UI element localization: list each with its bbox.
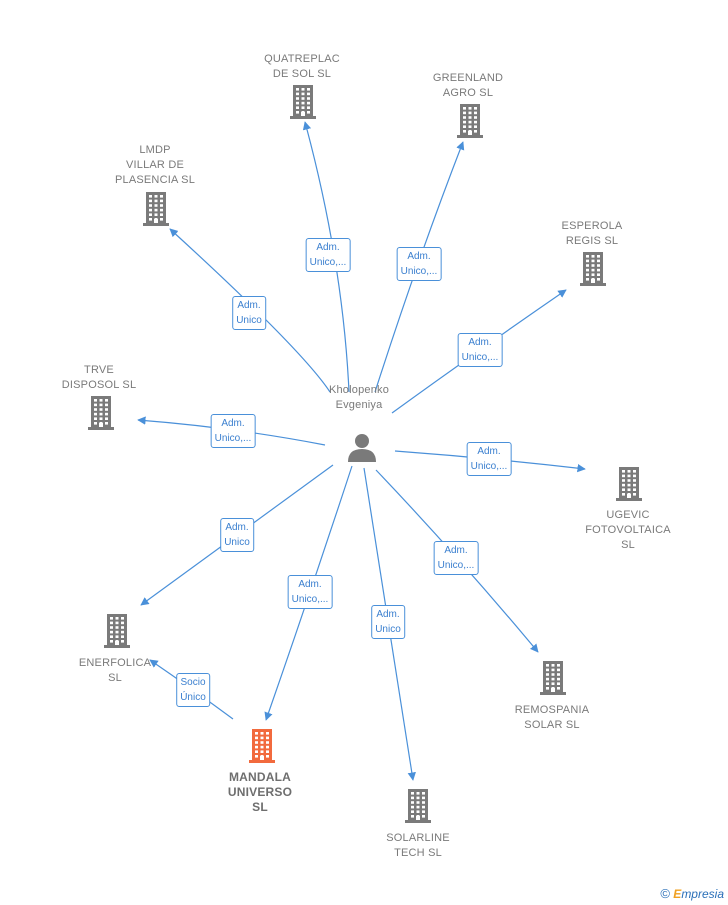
building-icon-remospania[interactable]	[540, 661, 566, 700]
relation-label-mandala-enerfolica[interactable]: Socio Único	[176, 673, 210, 707]
company-label-remospania[interactable]: REMOSPANIA SOLAR SL	[514, 704, 590, 731]
relation-label-esperola[interactable]: Adm. Unico,...	[457, 333, 503, 367]
company-label-solarline[interactable]: SOLARLINE TECH SL	[386, 832, 450, 859]
building-icon-ugevic[interactable]	[616, 467, 642, 506]
relation-label-remospania[interactable]: Adm. Unico,...	[433, 541, 479, 575]
person-name-label[interactable]: Kholopenko Evgeniya	[328, 384, 390, 411]
company-label-greenland[interactable]: GREENLAND AGRO SL	[432, 72, 504, 99]
relation-label-mandala[interactable]: Adm. Unico,...	[287, 575, 333, 609]
empresia-footer[interactable]: © Empresia	[660, 886, 724, 901]
company-label-quatreplac[interactable]: QUATREPLAC DE SOL SL	[264, 53, 340, 80]
building-icon-solarline[interactable]	[405, 789, 431, 828]
company-label-esperola[interactable]: ESPEROLA REGIS SL	[561, 220, 623, 247]
brand-initial: E	[673, 887, 682, 901]
edge-lmdp	[169, 228, 331, 393]
building-icon-esperola[interactable]	[580, 252, 606, 291]
relation-label-greenland[interactable]: Adm. Unico,...	[396, 247, 442, 281]
building-icon-greenland[interactable]	[457, 104, 483, 143]
company-label-ugevic[interactable]: UGEVIC FOTOVOLTAICA SL	[585, 509, 671, 551]
building-icon-trve[interactable]	[88, 396, 114, 435]
brand-name: mpresia	[681, 887, 724, 901]
person-icon[interactable]	[347, 432, 377, 467]
building-icon-lmdp[interactable]	[143, 192, 169, 231]
relation-label-lmdp[interactable]: Adm. Unico	[232, 296, 266, 330]
building-icon-enerfolica[interactable]	[104, 614, 130, 653]
relation-label-enerfolica[interactable]: Adm. Unico	[220, 518, 254, 552]
relation-label-trve[interactable]: Adm. Unico,...	[210, 414, 256, 448]
relation-label-ugevic[interactable]: Adm. Unico,...	[466, 442, 512, 476]
copyright-icon: ©	[660, 886, 670, 901]
company-label-lmdp[interactable]: LMDP VILLAR DE PLASENCIA SL	[114, 144, 196, 186]
relation-label-solarline[interactable]: Adm. Unico	[371, 605, 405, 639]
company-label-trve[interactable]: TRVE DISPOSOL SL	[61, 364, 137, 391]
building-icon-quatreplac[interactable]	[290, 85, 316, 124]
building-icon-mandala[interactable]	[249, 729, 275, 768]
company-label-mandala[interactable]: MANDALA UNIVERSO SL	[227, 770, 293, 814]
relation-label-quatreplac[interactable]: Adm. Unico,...	[305, 238, 351, 272]
company-label-enerfolica[interactable]: ENERFOLICA SL	[78, 657, 152, 684]
